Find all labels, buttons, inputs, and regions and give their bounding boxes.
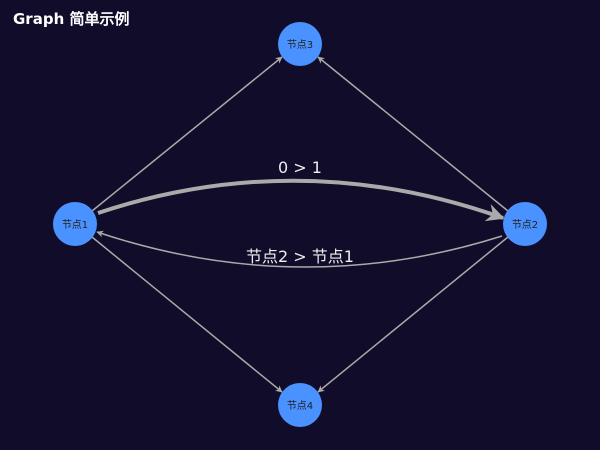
edge-node1-node3[interactable] [91, 56, 283, 212]
node-3[interactable]: 节点3 [278, 22, 322, 66]
node-circle[interactable] [278, 383, 322, 427]
node-1[interactable]: 节点1 [53, 202, 97, 246]
node-circle[interactable] [503, 202, 547, 246]
edge-label-node1-node2: 0 > 1 [278, 158, 322, 177]
node-label: 节点2 [512, 219, 538, 231]
edge-node2-node3[interactable] [317, 56, 509, 212]
chart-title: Graph 简单示例 [13, 10, 130, 28]
node-label: 节点4 [287, 400, 313, 412]
node-circle[interactable] [53, 202, 97, 246]
node-label: 节点3 [287, 39, 313, 51]
node-2[interactable]: 节点2 [503, 202, 547, 246]
node-label: 节点1 [62, 219, 88, 231]
edge-node2-node4[interactable] [317, 236, 509, 393]
node-4[interactable]: 节点4 [278, 383, 322, 427]
edge-label-node2-node1: 节点2 > 节点1 [246, 247, 354, 266]
edge-node1-node2[interactable] [97, 178, 505, 222]
node-circle[interactable] [278, 22, 322, 66]
edge-node1-node4[interactable] [91, 236, 283, 393]
edge-node2-node1[interactable] [96, 230, 503, 268]
